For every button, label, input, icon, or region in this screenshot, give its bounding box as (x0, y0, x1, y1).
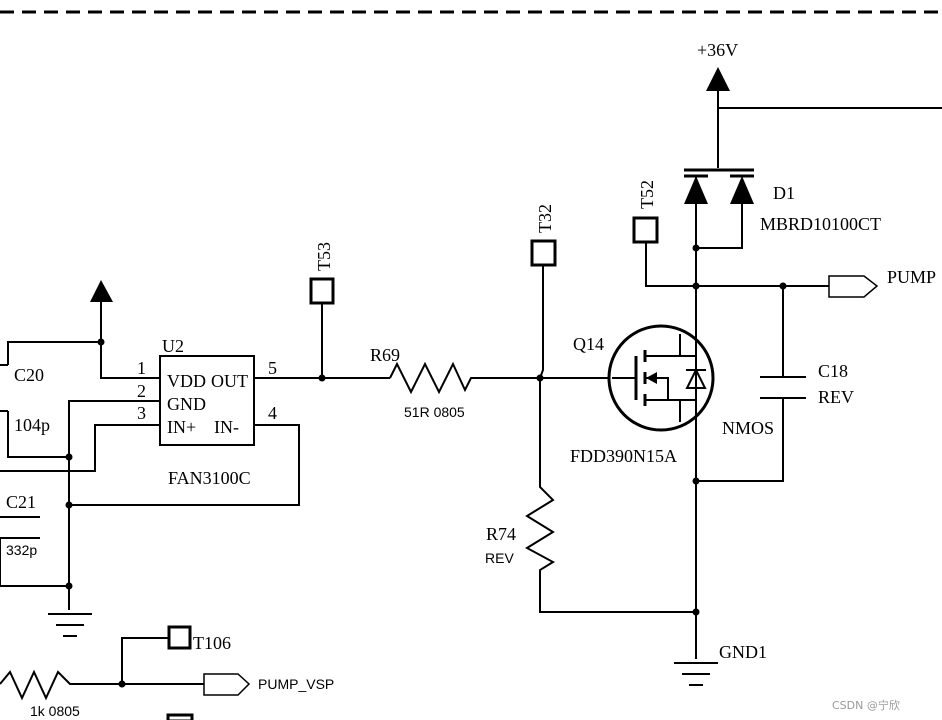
in-plus-wire (0, 424, 160, 472)
r74-ref: R74 (486, 524, 516, 544)
in-minus-wire (69, 424, 300, 506)
diode-d1: D1 MBRD10100CT (684, 168, 881, 249)
gnd-net-wire (68, 400, 160, 610)
u2-part: FAN3100C (168, 468, 251, 488)
q14-type: NMOS (722, 418, 774, 438)
t53-label: T53 (314, 242, 334, 271)
junction (65, 501, 73, 509)
resistor-r74: R74 REV (485, 378, 696, 613)
capacitor-c21: C21 332p (0, 492, 69, 587)
c18-ref: C18 (818, 361, 848, 381)
q14-ref: Q14 (573, 334, 604, 354)
u2-pin1: 1 (137, 358, 146, 378)
t32-label: T32 (535, 204, 555, 233)
capacitor-c20: C20 104p (0, 341, 101, 458)
net-port-pump-vsp: PUMP_VSP (203, 673, 334, 696)
r69-ref: R69 (370, 345, 400, 365)
u2-pin-gnd: GND (167, 394, 206, 414)
resistor-bottom: 1k 0805 (0, 669, 204, 719)
u2-pin5: 5 (268, 358, 277, 378)
junction (65, 582, 73, 590)
u2-ref: U2 (162, 336, 184, 356)
t106-label: T106 (193, 633, 231, 653)
capacitor-c18: C18 REV (696, 286, 854, 482)
pump-label: PUMP (887, 267, 936, 287)
vdd-supply-arrow (90, 280, 160, 379)
resistor-r69: R69 51R 0805 (370, 345, 540, 420)
testpoint-partial (166, 713, 194, 720)
net-port-pump: PUMP (828, 267, 936, 298)
u2-pin4: 4 (268, 403, 277, 423)
u2-pin-out: OUT (211, 371, 248, 391)
ground-gnd1: GND1 (674, 642, 767, 686)
junction (97, 338, 105, 346)
ic-u2: U2 VDD OUT GND IN+ IN- 1 2 3 4 5 FAN3100… (137, 336, 277, 488)
c20-value: 104p (14, 415, 50, 435)
mosfet-q14: Q14 FDD390N15A NMOS (570, 324, 774, 466)
u2-pin-inplus: IN+ (167, 417, 196, 437)
testpoint-t32: T32 (530, 204, 557, 379)
c21-value: 332p (6, 542, 37, 558)
testpoint-t106: T106 (121, 625, 231, 684)
r69-value: 51R 0805 (404, 404, 465, 420)
watermark: CSDN @宁欣 (832, 698, 900, 712)
ground-symbol-left (48, 613, 92, 637)
d1-part: MBRD10100CT (760, 214, 881, 234)
c18-value: REV (818, 387, 854, 407)
rbottom-value: 1k 0805 (30, 703, 80, 719)
junction (65, 453, 73, 461)
q14-part: FDD390N15A (570, 446, 677, 466)
pump-vsp-label: PUMP_VSP (258, 676, 334, 692)
r74-value: REV (485, 550, 514, 566)
gnd1-label: GND1 (719, 642, 767, 662)
u2-pin2: 2 (137, 381, 146, 401)
t52-label: T52 (637, 180, 657, 209)
d1-ref: D1 (773, 183, 795, 203)
junction (692, 608, 700, 616)
c21-ref: C21 (6, 492, 36, 512)
u2-pin-vdd: VDD (167, 371, 206, 391)
u2-pin3: 3 (137, 403, 146, 423)
u2-pin-inminus: IN- (214, 417, 239, 437)
supply-label: +36V (697, 40, 738, 60)
supply-36v: +36V (697, 40, 942, 168)
junction (692, 244, 700, 252)
testpoint-t53: T53 (309, 242, 335, 378)
testpoint-t52: T52 (632, 180, 829, 287)
c20-ref: C20 (14, 365, 44, 385)
